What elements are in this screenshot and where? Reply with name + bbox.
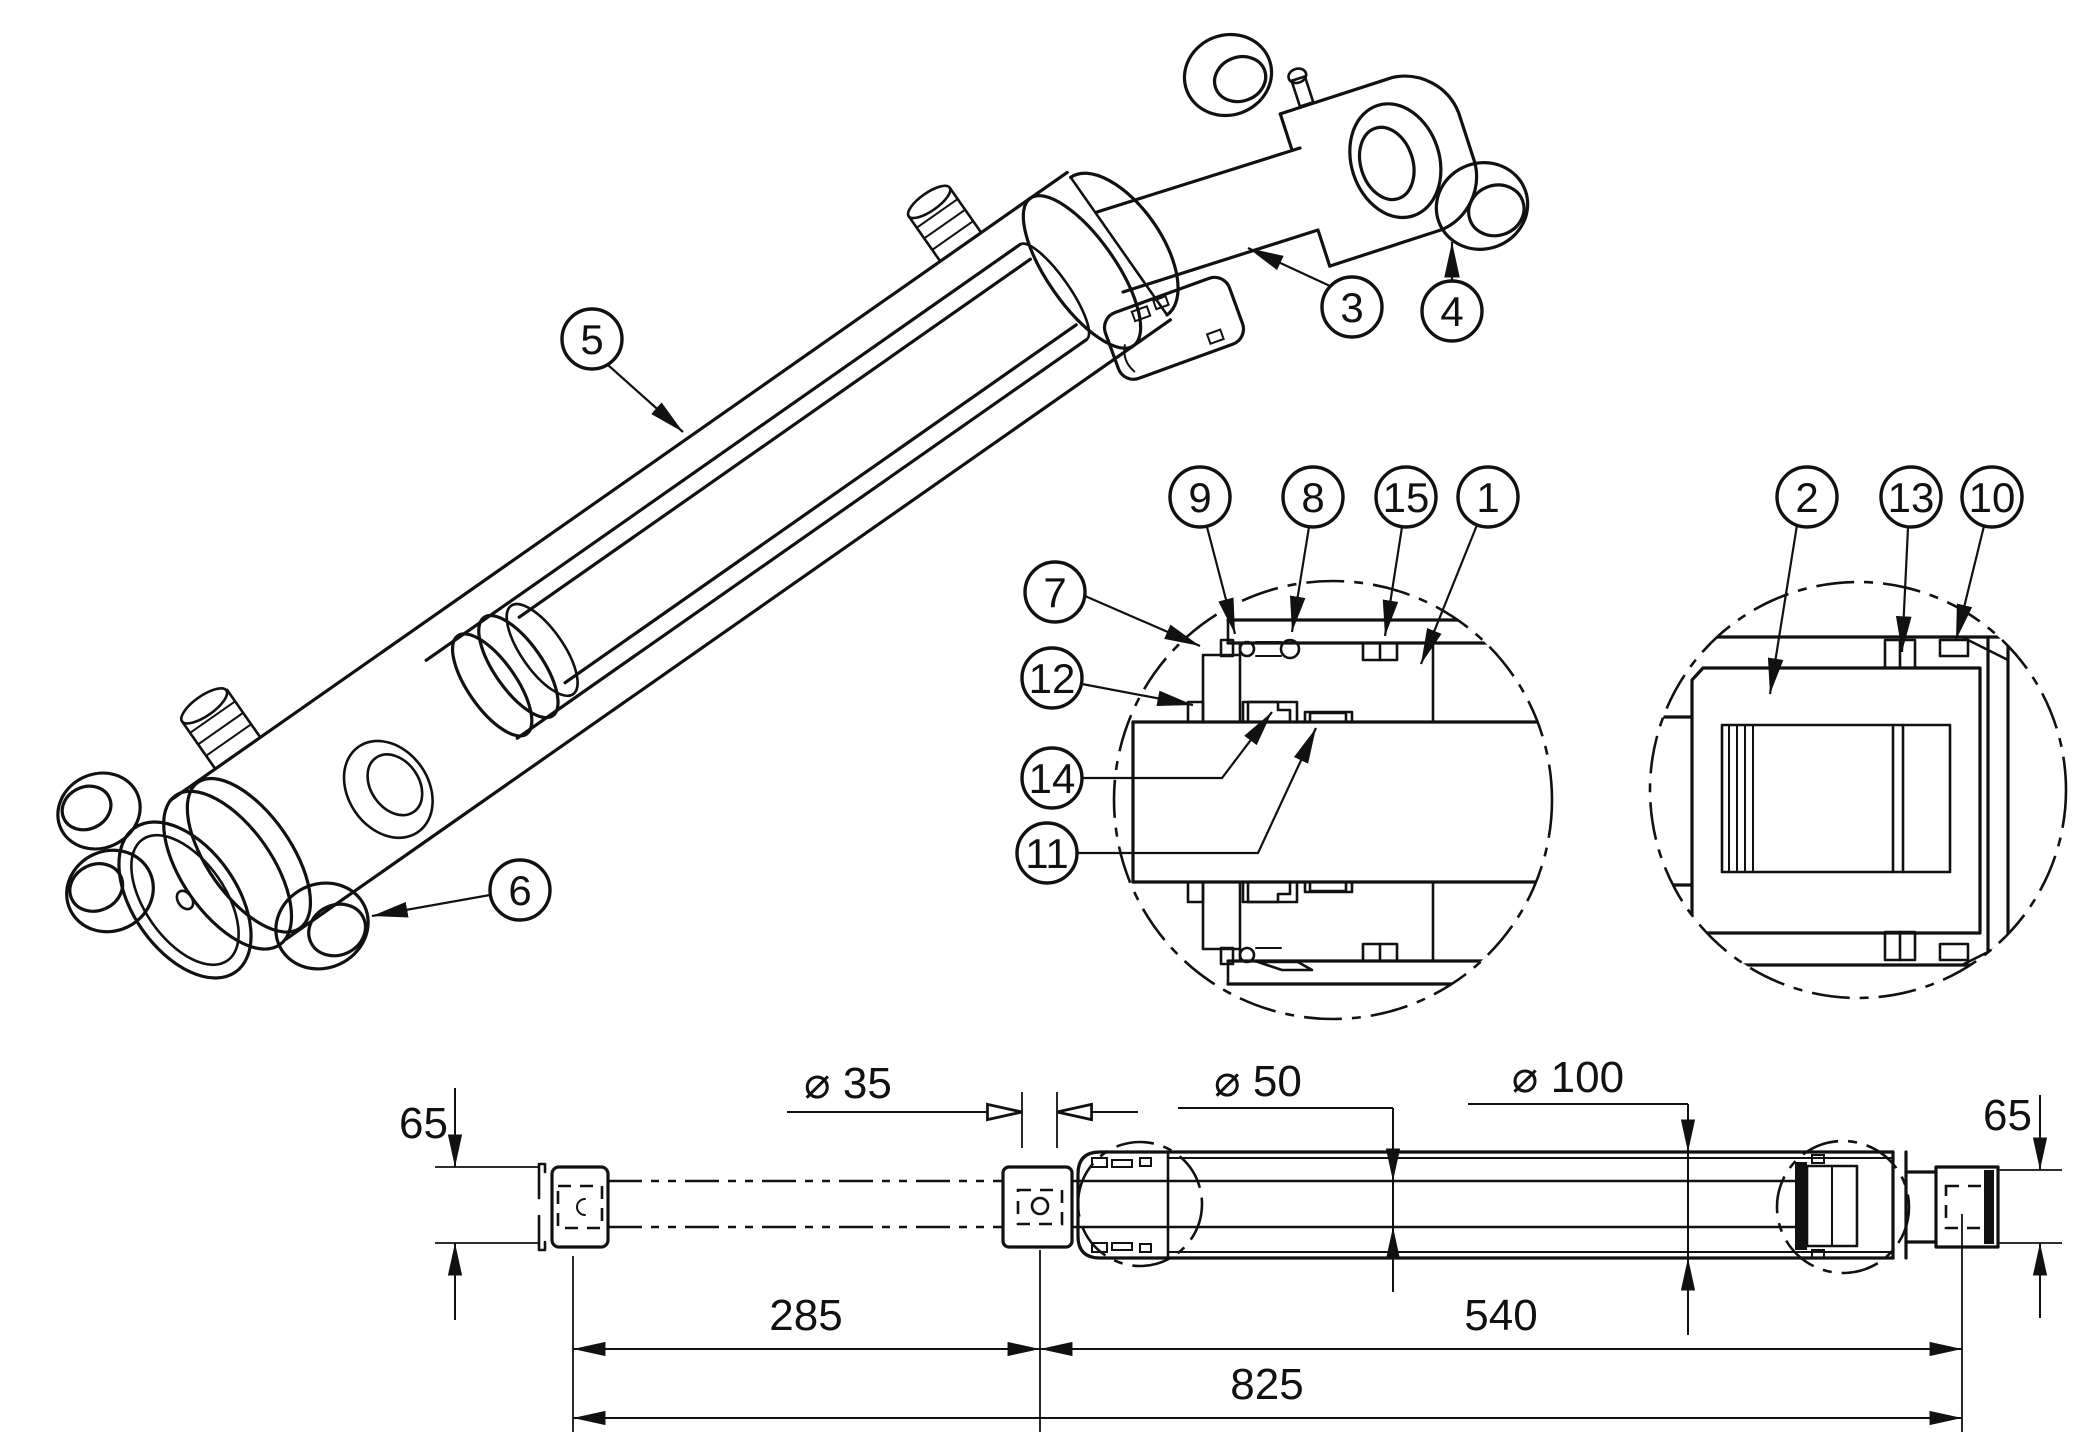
balloon-callout-1: 1	[1456, 465, 1520, 529]
dimension-rod-extension: 285	[573, 1291, 1040, 1357]
svg-text:8: 8	[1301, 474, 1324, 521]
balloon-callout-15: 15	[1374, 465, 1438, 529]
dim-rod-extension: 285	[769, 1291, 842, 1340]
piston-inside-cutaway	[450, 602, 579, 738]
rod-seal	[1246, 700, 1292, 724]
balloon-callout-5: 5	[560, 307, 624, 371]
dimension-pin-bore: ⌀ 35	[787, 1059, 1138, 1148]
balloon-callout-4: 4	[1420, 279, 1484, 343]
balloon-callout-14: 14	[1020, 746, 1084, 810]
bushing-rod-end	[1434, 161, 1530, 251]
barrel-bottom-edge	[284, 318, 1173, 941]
balloon-callout-8: 8	[1281, 465, 1345, 529]
balloon-callout-9: 9	[1168, 465, 1232, 529]
rod-pin-bore	[1016, 1188, 1064, 1226]
wiper-seal	[1219, 638, 1235, 658]
piston-section	[1690, 638, 1982, 962]
rod-clevis	[1278, 67, 1479, 268]
svg-text:14: 14	[1029, 755, 1076, 802]
svg-text:5: 5	[580, 316, 603, 363]
piston-rod	[1095, 146, 1320, 294]
port-boss-head	[906, 184, 983, 263]
svg-text:13: 13	[1888, 474, 1935, 521]
detail-view-piston	[1648, 580, 2068, 1000]
base-cap-side	[1891, 1150, 2000, 1260]
balloon-callout-12: 12	[1020, 646, 1084, 710]
clevis-eye-bore	[1357, 125, 1416, 202]
piston-side	[1795, 1154, 1859, 1259]
dimension-rod-dia: ⌀ 50	[1178, 1057, 1401, 1292]
dimension-bore-dia: ⌀ 100	[1468, 1053, 1696, 1335]
bushing-base-left-upper	[56, 771, 142, 851]
balloon-callout-10: 10	[1960, 465, 2024, 529]
bushing-base-bottom	[274, 881, 370, 971]
clevis-eye-outer	[1348, 102, 1443, 220]
detail-view-head-seals	[1112, 579, 1554, 1021]
svg-text:15: 15	[1383, 474, 1430, 521]
dim-overall-length: 825	[1230, 1360, 1303, 1409]
isometric-cutaway-view	[56, 32, 1530, 980]
balloon-callout-3: 3	[1320, 275, 1384, 339]
dimension-body-length: 540	[1040, 1291, 1962, 1357]
base-pin-bore	[1944, 1184, 1988, 1230]
svg-text:11: 11	[1025, 830, 1069, 877]
retaining-ring	[1186, 700, 1205, 724]
gland-top-section	[1186, 638, 1435, 724]
cutaway-upper-edge	[424, 242, 1022, 662]
side-view-dimensioned: 65 ⌀ 35 ⌀ 50 ⌀ 100 6	[399, 1053, 2062, 1432]
balloon-callout-7: 7	[1023, 560, 1087, 624]
svg-text:4: 4	[1440, 288, 1463, 335]
svg-text:7: 7	[1043, 569, 1066, 616]
buffer-ring	[1308, 711, 1348, 724]
dimension-height-left: 65	[399, 1088, 540, 1320]
rod-thread-bore	[1720, 723, 1952, 874]
svg-text:12: 12	[1029, 655, 1076, 702]
balloon-callouts: 5 6 3 4 9 8 15 1	[488, 275, 2024, 922]
head-collar	[1021, 194, 1143, 350]
dim-height-right: 65	[1983, 1091, 2032, 1140]
svg-text:9: 9	[1188, 474, 1211, 521]
dim-rod-dia: ⌀ 50	[1214, 1057, 1302, 1106]
rod-inside-bottom	[563, 323, 1078, 685]
piston-seal	[1938, 638, 1970, 658]
grease-nipple	[1287, 67, 1315, 108]
detail-a-boundary	[1112, 579, 1554, 1021]
balloon-callout-6: 6	[488, 858, 552, 922]
base-clevis-eye	[342, 739, 434, 840]
dim-bore-dia: ⌀ 100	[1512, 1053, 1624, 1102]
o-ring	[1279, 638, 1301, 660]
left-pin-bore	[556, 1184, 604, 1230]
detail-b-marker	[1775, 1139, 1911, 1275]
barrel-top-edge	[168, 170, 1069, 803]
port-boss-base	[179, 687, 262, 771]
dimension-height-right: 65	[1983, 1091, 2062, 1318]
rod-inside-top	[517, 257, 1032, 619]
detail-b-boundary	[1648, 580, 2068, 1000]
rod-eye-block	[1001, 1165, 1074, 1249]
dim-pin-bore: ⌀ 35	[804, 1059, 892, 1108]
bushing-top	[1182, 32, 1274, 118]
left-clevis-block	[537, 1162, 610, 1252]
head-dome	[1069, 171, 1180, 317]
svg-text:1: 1	[1476, 474, 1499, 521]
dimension-overall-length: 825	[573, 1360, 1962, 1426]
svg-text:2: 2	[1795, 474, 1818, 521]
dim-height-left: 65	[399, 1099, 448, 1148]
balloon-callout-11: 11	[1015, 821, 1079, 885]
detached-gland	[1102, 275, 1246, 381]
dim-body-length: 540	[1464, 1291, 1537, 1340]
svg-text:10: 10	[1969, 474, 2016, 521]
backup-ring	[1238, 640, 1256, 658]
balloon-callout-2: 2	[1775, 465, 1839, 529]
bushing-base-left-lower	[65, 848, 155, 934]
svg-text:3: 3	[1340, 284, 1363, 331]
detail-a-marker	[1076, 1140, 1204, 1268]
cutaway-lower-edge	[515, 337, 1089, 740]
balloon-leaders	[371, 242, 1986, 918]
gland-bottom-section	[1186, 880, 1552, 986]
balloon-callout-13: 13	[1879, 465, 1943, 529]
svg-text:6: 6	[508, 867, 531, 914]
